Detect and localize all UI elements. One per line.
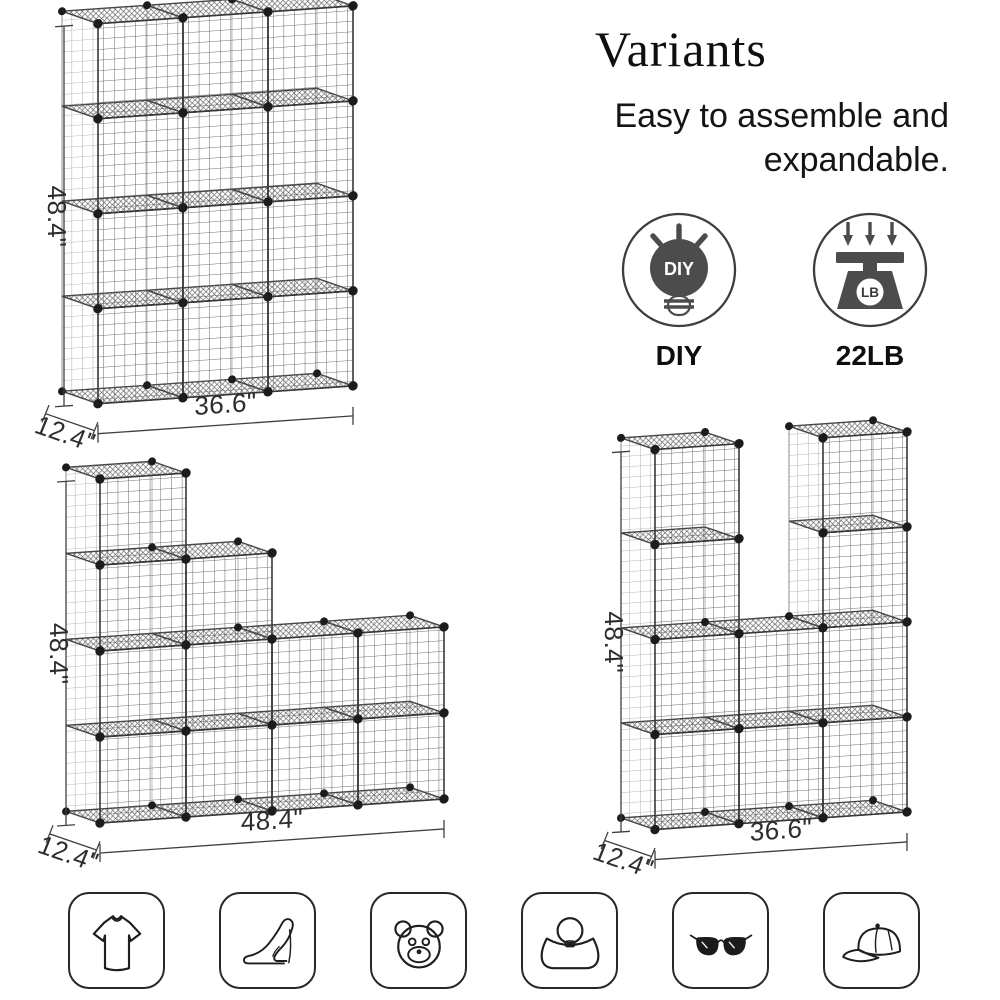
lb-badge-text: LB: [861, 285, 879, 300]
category-bags: [521, 892, 618, 989]
depth-dimension-label: 12.4": [31, 409, 100, 457]
page-title: Variants: [595, 21, 767, 77]
baseball-cap-icon: [841, 923, 901, 962]
category-sunglasses: [672, 892, 769, 989]
category-tshirt: [68, 892, 165, 989]
wire-grid: 48.4" 36.6" 12.4": [31, 0, 358, 458]
diy-lightbulb-icon: DIY: [621, 212, 737, 328]
category-hats: [823, 892, 920, 989]
hero-text: Variants Easy to assemble and expandable…: [583, 20, 949, 182]
width-dimension-label: 36.6": [194, 387, 256, 421]
handbag-icon: [540, 916, 599, 969]
depth-dimension-label: 12.4": [34, 829, 103, 877]
subtitle-line-2: expandable.: [763, 141, 949, 180]
feature-weight-capacity: LB 22LB: [808, 208, 932, 372]
cube-shelf-staircase: 48.4" 48.4" 12.4": [34, 457, 449, 877]
wire-grid: 48.4" 48.4" 12.4": [34, 457, 449, 877]
category-icon-row: [68, 892, 920, 990]
high-heel-icon: [242, 917, 294, 964]
diy-label: DIY: [655, 340, 703, 371]
subtitle-line-1: Easy to assemble and: [614, 97, 949, 135]
wire-grid: 48.4" 36.6" 12.4": [589, 416, 912, 884]
weight-scale-icon: LB: [812, 212, 928, 328]
height-dimension-label: 48.4": [599, 610, 629, 674]
height-dimension-label: 48.4": [44, 622, 74, 686]
depth-dimension-label: 12.4": [589, 836, 658, 884]
teddy-bear-icon: [393, 919, 444, 968]
category-shoes: [219, 892, 316, 989]
width-dimension-label: 36.6": [750, 813, 812, 847]
feature-diy: DIY DIY: [617, 208, 741, 372]
cube-shelf-3x4: 48.4" 36.6" 12.4": [31, 0, 358, 458]
width-dimension-label: 48.4": [241, 803, 303, 837]
diy-badge-text: DIY: [664, 259, 694, 279]
subtitle: Easy to assemble and expandable.: [583, 94, 949, 182]
cube-shelf-u-shape: 48.4" 36.6" 12.4": [589, 416, 912, 884]
category-toys: [370, 892, 467, 989]
t-shirt-icon: [92, 914, 141, 971]
weight-label: 22LB: [835, 340, 905, 371]
height-dimension-label: 48.4": [42, 184, 72, 248]
sunglasses-icon: [689, 934, 752, 955]
